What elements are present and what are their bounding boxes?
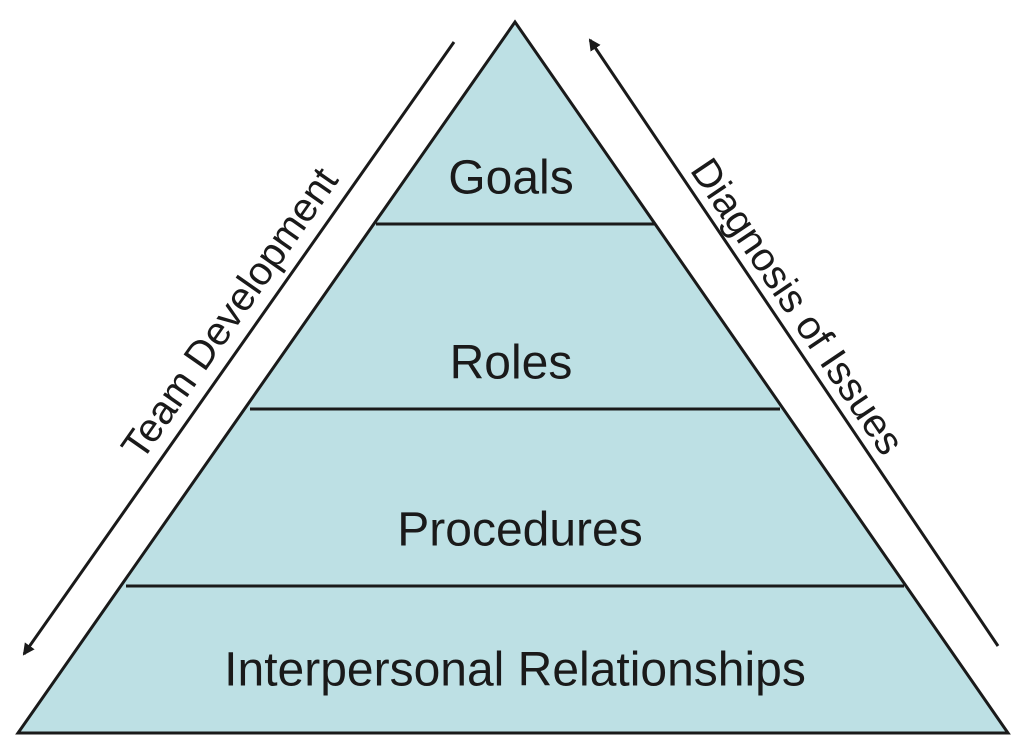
level-label-procedures: Procedures: [397, 504, 642, 557]
level-label-goals: Goals: [448, 152, 573, 205]
level-label-interpersonal-relationships: Interpersonal Relationships: [224, 644, 806, 697]
level-label-roles: Roles: [450, 337, 573, 390]
diagnosis-of-issues-arrow: [588, 38, 1000, 647]
pyramid: [15, 19, 1011, 735]
team-development-arrow: [22, 41, 456, 656]
